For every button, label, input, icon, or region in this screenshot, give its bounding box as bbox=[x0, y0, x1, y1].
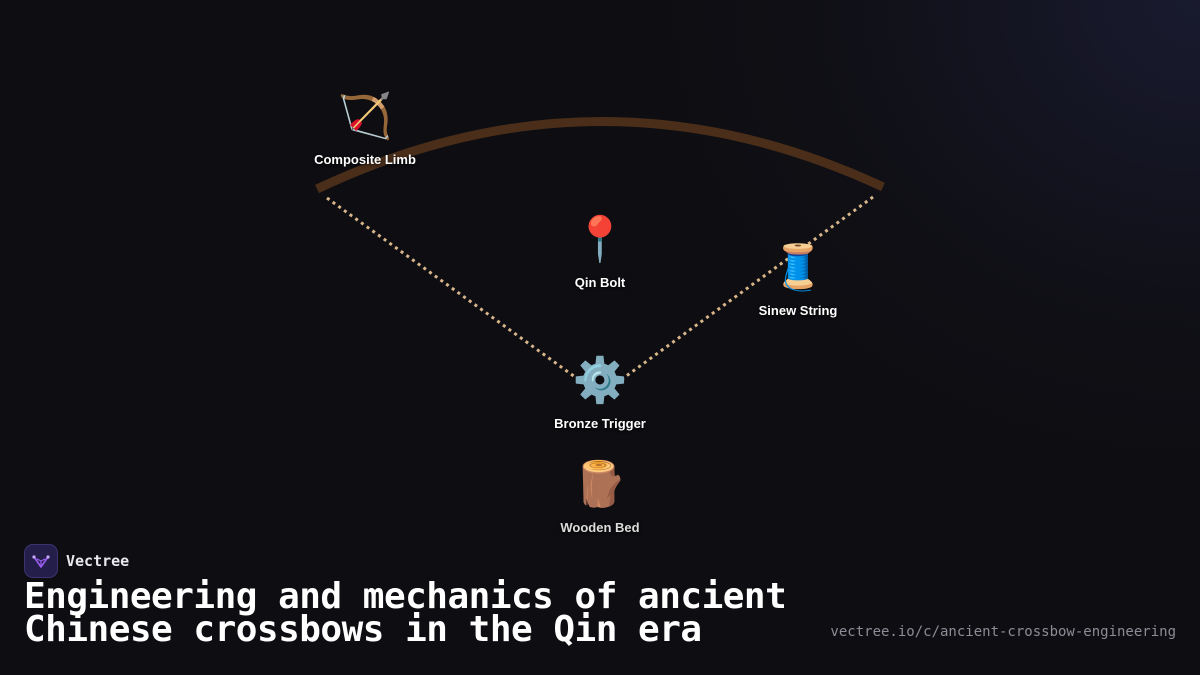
node-wooden-bed: 🪵 Wooden Bed bbox=[510, 458, 690, 535]
node-label: Wooden Bed bbox=[560, 520, 640, 535]
page-title: Engineering and mechanics of ancient Chi… bbox=[24, 576, 787, 650]
page-url[interactable]: vectree.io/c/ancient-crossbow-engineerin… bbox=[830, 624, 1176, 640]
vectree-logo-icon bbox=[24, 544, 58, 578]
thread-spool-icon: 🧵 bbox=[770, 242, 826, 293]
bow-limb-arc bbox=[315, 117, 885, 194]
node-label: Qin Bolt bbox=[574, 275, 626, 290]
node-sinew-string: 🧵 Sinew String bbox=[708, 241, 888, 318]
bow-and-arrow-icon: 🏹 bbox=[337, 91, 393, 142]
node-bronze-trigger: ⚙️ Bronze Trigger bbox=[510, 354, 690, 431]
pin-icon: 📍 bbox=[572, 214, 628, 265]
brand: Vectree bbox=[24, 544, 129, 578]
node-label: Sinew String bbox=[758, 303, 838, 318]
brand-name: Vectree bbox=[66, 552, 130, 570]
node-qin-bolt: 📍 Qin Bolt bbox=[510, 213, 690, 290]
node-composite-limb: 🏹 Composite Limb bbox=[275, 90, 455, 167]
log-icon: 🪵 bbox=[572, 459, 628, 510]
node-label: Composite Limb bbox=[314, 152, 416, 167]
gear-icon: ⚙️ bbox=[572, 355, 628, 406]
node-label: Bronze Trigger bbox=[554, 416, 646, 431]
